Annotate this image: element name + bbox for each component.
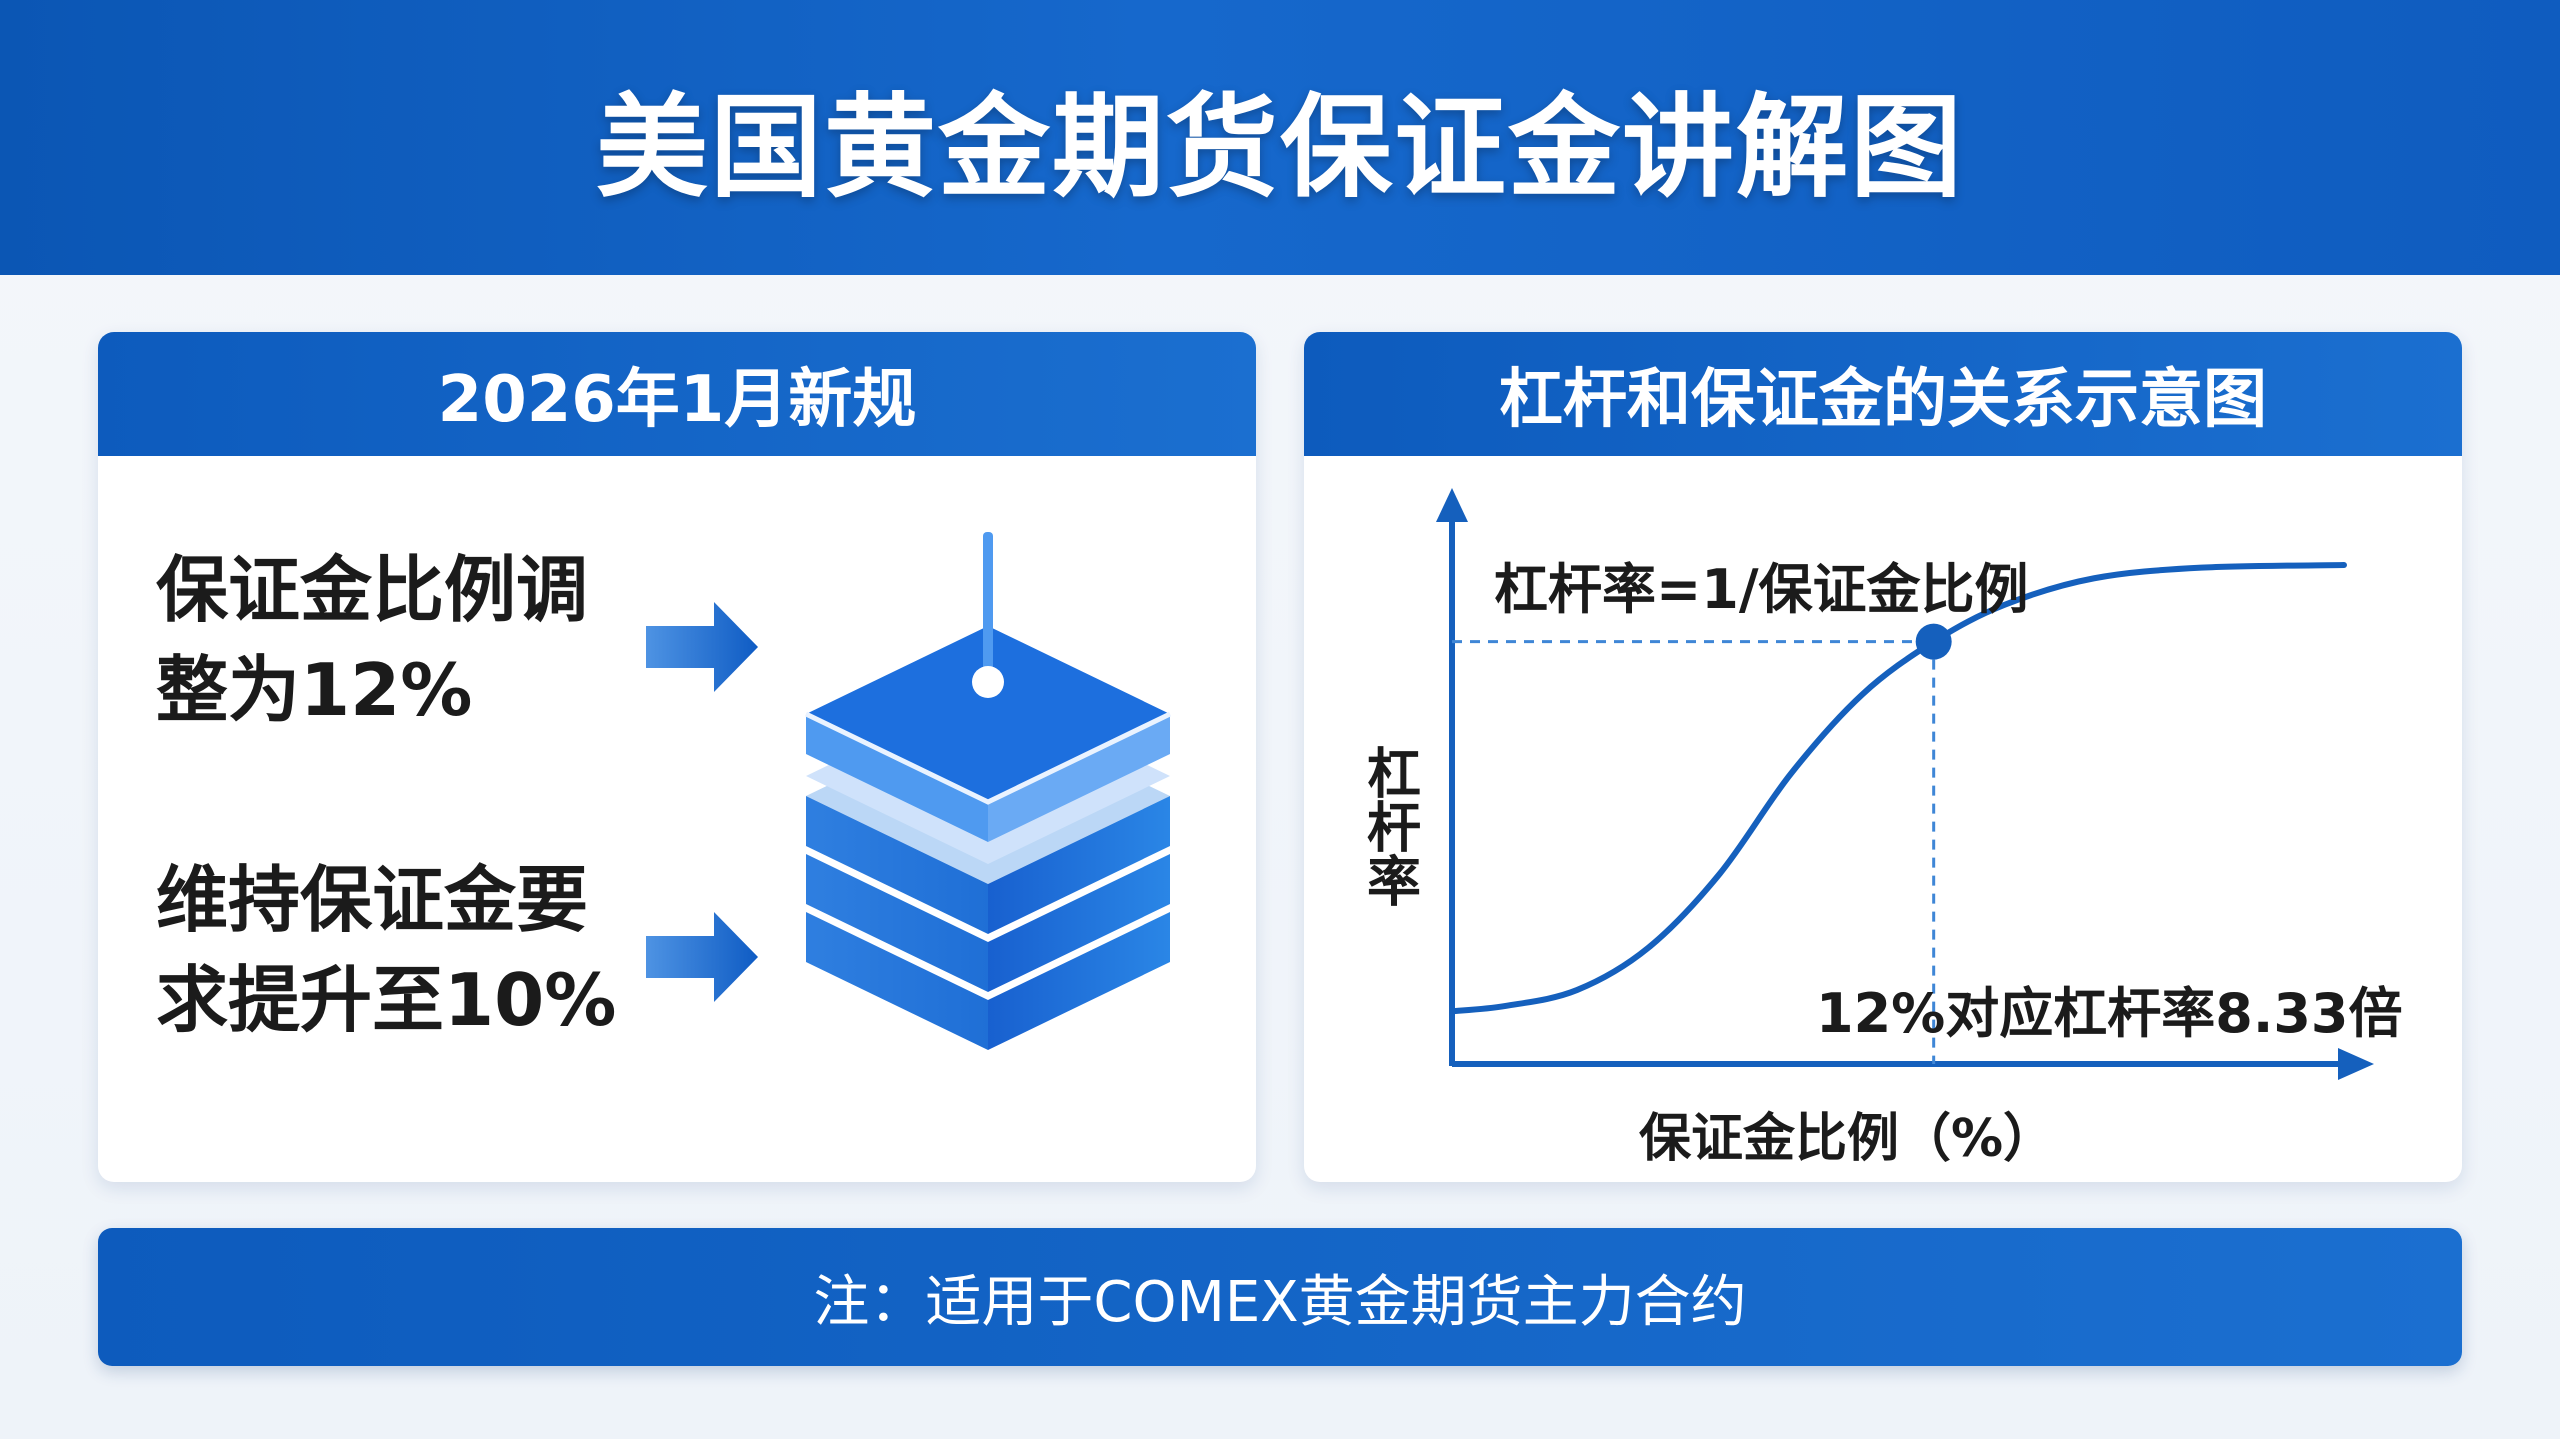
footer-note: 注：适用于COMEX黄金期货主力合约	[813, 1269, 1747, 1335]
layered-stack-icon	[804, 532, 1172, 1050]
leverage-chart: 杠杆率=1/保证金比例 12%对应杠杆率8.33倍 保证金比例（%） 杠杆率	[1358, 488, 2403, 1169]
footer-note-bar: 注：适用于COMEX黄金期货主力合约	[98, 1228, 2462, 1366]
arrow-right-icon	[646, 602, 758, 692]
leverage-chart-heading: 杠杆和保证金的关系示意图	[1304, 332, 2462, 456]
title-banner: 美国黄金期货保证金讲解图	[0, 0, 2560, 275]
formula-label: 杠杆率=1/保证金比例	[1494, 558, 2029, 621]
rule-margin-ratio: 保证金比例调 整为12%	[156, 540, 588, 740]
rule-maintenance-margin-line1: 维持保证金要	[156, 858, 589, 942]
new-rules-heading: 2026年1月新规	[98, 332, 1256, 456]
rule-margin-ratio-line1: 保证金比例调	[156, 548, 589, 632]
arrow-right-icon	[646, 912, 758, 1002]
x-axis-arrow-icon	[2338, 1048, 2374, 1080]
page-title: 美国黄金期货保证金讲解图	[596, 82, 1964, 213]
new-rules-panel: 2026年1月新规 保证金比例调 整为12% 维持保证金要 求提升至10%	[98, 332, 1256, 1182]
y-axis-arrow-icon	[1436, 488, 1468, 522]
rule-margin-ratio-line2: 整为12%	[156, 648, 473, 732]
annotation-label: 12%对应杠杆率8.33倍	[1816, 982, 2403, 1045]
x-axis-label: 保证金比例（%）	[1639, 1109, 2055, 1169]
leverage-chart-panel: 杠杆和保证金的关系示意图 杠杆率=1/保证金比例 12%对应杠杆率8.33倍 保…	[1304, 332, 2462, 1182]
highlight-point	[1915, 623, 1952, 660]
rule-maintenance-margin-line2: 求提升至10%	[156, 958, 617, 1042]
rule-maintenance-margin: 维持保证金要 求提升至10%	[156, 850, 616, 1050]
y-axis-label: 杠杆率	[1358, 745, 1421, 907]
leverage-curve	[1449, 562, 2347, 1015]
